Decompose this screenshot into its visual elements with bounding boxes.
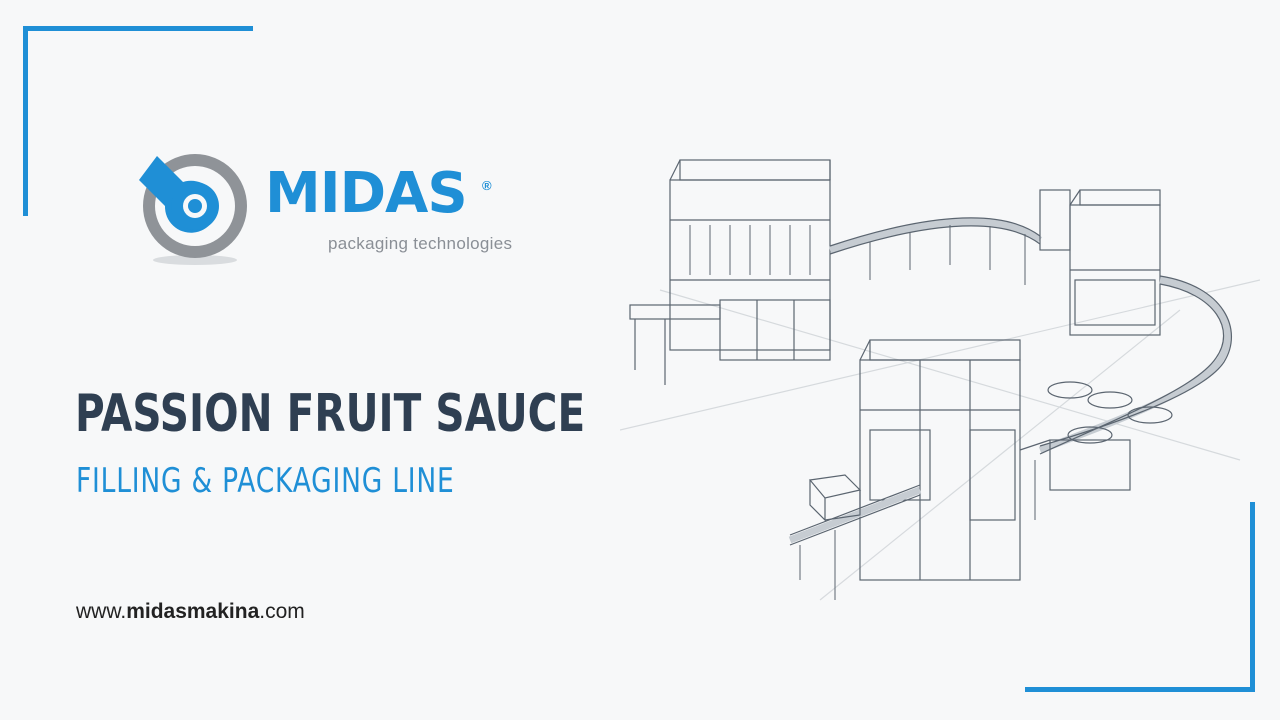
brand-wordmark: MIDAS	[265, 161, 468, 226]
packaging-line-sketch-icon	[620, 159, 1260, 601]
page-subtitle: FILLING & PACKAGING LINE	[76, 461, 455, 501]
corner-frame-top-left-horizontal	[23, 26, 253, 31]
capping-machine-sketch	[1039, 189, 1161, 336]
registered-mark: ®	[482, 178, 492, 193]
corner-frame-bottom-right-horizontal	[1025, 687, 1255, 692]
rotary-table-sketch	[1047, 381, 1173, 491]
brand-tagline: packaging technologies	[328, 234, 513, 253]
corner-frame-bottom-right-vertical	[1250, 502, 1255, 692]
page-title: PASSION FRUIT SAUCE	[75, 384, 586, 444]
filling-machine-sketch	[629, 159, 831, 385]
website-domain: midasmakina	[126, 600, 260, 623]
website-suffix: .com	[259, 600, 305, 623]
cartoning-machine-sketch	[859, 339, 1021, 581]
brand-logo: MIDAS ® packaging technologies	[135, 148, 535, 268]
corner-frame-top-left-vertical	[23, 26, 28, 216]
website-prefix: www.	[76, 600, 127, 623]
midas-emblem-icon	[139, 154, 247, 265]
website-link[interactable]: www.midasmakina.com	[76, 600, 305, 624]
